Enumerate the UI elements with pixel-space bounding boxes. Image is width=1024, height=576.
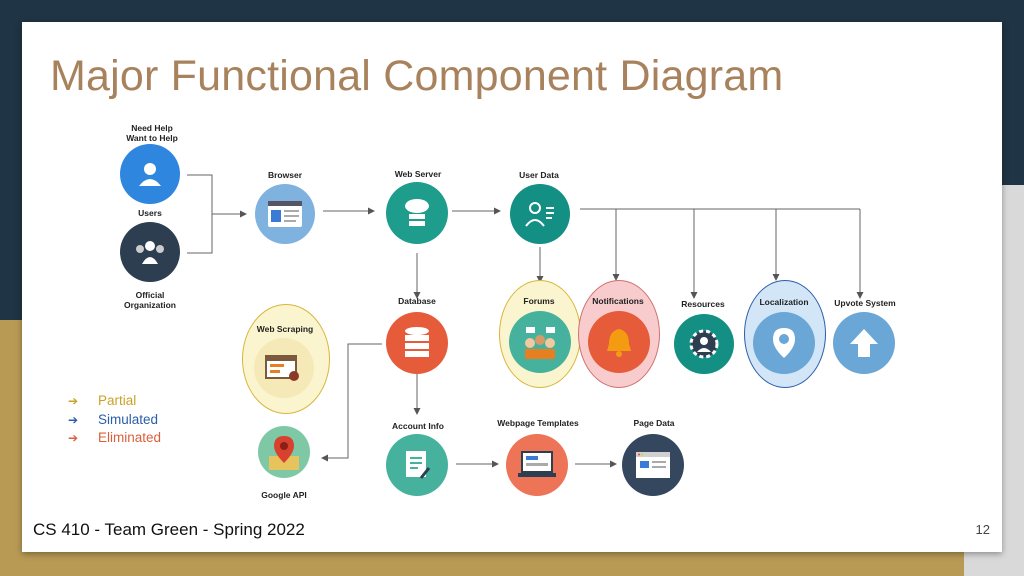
- resources-label: Resources: [681, 299, 725, 309]
- legend-simulated-label: Simulated: [98, 412, 159, 427]
- slide-footer: CS 410 - Team Green - Spring 2022: [33, 520, 305, 539]
- spider-browser-icon: [265, 355, 299, 381]
- resources-node[interactable]: [674, 314, 734, 374]
- slide-title: Major Functional Component Diagram: [50, 52, 784, 100]
- browser-label: Browser: [267, 170, 302, 180]
- forums-label: Forums: [523, 296, 555, 306]
- browser-node[interactable]: [255, 184, 315, 244]
- web-scraping-label: Web Scraping: [256, 324, 314, 334]
- laptop-template-icon: [518, 451, 556, 477]
- database-icon: [405, 327, 429, 357]
- document-edit-icon: [406, 451, 431, 479]
- official-organization-label: Official Organization: [124, 290, 176, 310]
- map-pin-icon: [269, 436, 299, 470]
- notifications-node[interactable]: [588, 311, 650, 373]
- page-number: 12: [975, 522, 990, 537]
- cloud-server-icon: [405, 199, 429, 226]
- account-info-label: Account Info: [392, 421, 444, 431]
- account-info-node[interactable]: [386, 434, 448, 496]
- user-profile-icon: [525, 202, 554, 227]
- localization-node[interactable]: [753, 312, 815, 374]
- webpage-icon: [636, 452, 670, 478]
- page-data-label: Page Data: [633, 418, 675, 428]
- web-scraping-node[interactable]: [254, 338, 314, 398]
- user-data-node[interactable]: [510, 184, 570, 244]
- users-label: Users: [138, 208, 162, 218]
- legend-eliminated-label: Eliminated: [98, 430, 162, 445]
- notifications-label: Notifications: [592, 296, 644, 306]
- users-node[interactable]: [120, 144, 180, 204]
- user-data-label: User Data: [519, 170, 559, 180]
- page-data-node[interactable]: [622, 434, 684, 496]
- legend-arrow-icon: ➔: [68, 394, 79, 408]
- database-label: Database: [398, 296, 436, 306]
- location-pin-icon: [773, 328, 795, 358]
- google-api-label: Google API: [261, 490, 307, 500]
- legend-partial: ➔ Partial: [68, 393, 136, 408]
- legend-eliminated: ➔ Eliminated: [68, 430, 161, 445]
- webpage-templates-label: Webpage Templates: [497, 418, 579, 428]
- legend-arrow-icon: ➔: [68, 413, 79, 427]
- web-server-node[interactable]: [386, 182, 448, 244]
- people-chat-icon: [525, 327, 555, 359]
- official-organization-node[interactable]: [120, 222, 180, 282]
- legend-partial-label: Partial: [98, 393, 137, 408]
- browser-window-icon: [268, 201, 302, 227]
- group-icon: [136, 241, 164, 264]
- gear-user-icon: [689, 329, 719, 359]
- webpage-templates-node[interactable]: [506, 434, 568, 496]
- web-server-label: Web Server: [394, 169, 442, 179]
- database-node[interactable]: [386, 312, 448, 374]
- arrow-up-icon: [850, 329, 878, 357]
- localization-label: Localization: [759, 297, 809, 307]
- legend-arrow-icon: ➔: [68, 431, 79, 445]
- user-icon: [139, 163, 161, 186]
- slide: Major Functional Component Diagram: [22, 22, 1002, 552]
- upvote-system-node[interactable]: [833, 312, 895, 374]
- forums-node[interactable]: [509, 311, 571, 373]
- need-help-label: Need Help Want to Help: [126, 123, 178, 143]
- upvote-system-label: Upvote System: [834, 298, 896, 308]
- legend-simulated: ➔ Simulated: [68, 412, 158, 427]
- bell-icon: [607, 329, 631, 357]
- google-api-node[interactable]: [258, 426, 310, 478]
- connector-lines: [187, 174, 864, 468]
